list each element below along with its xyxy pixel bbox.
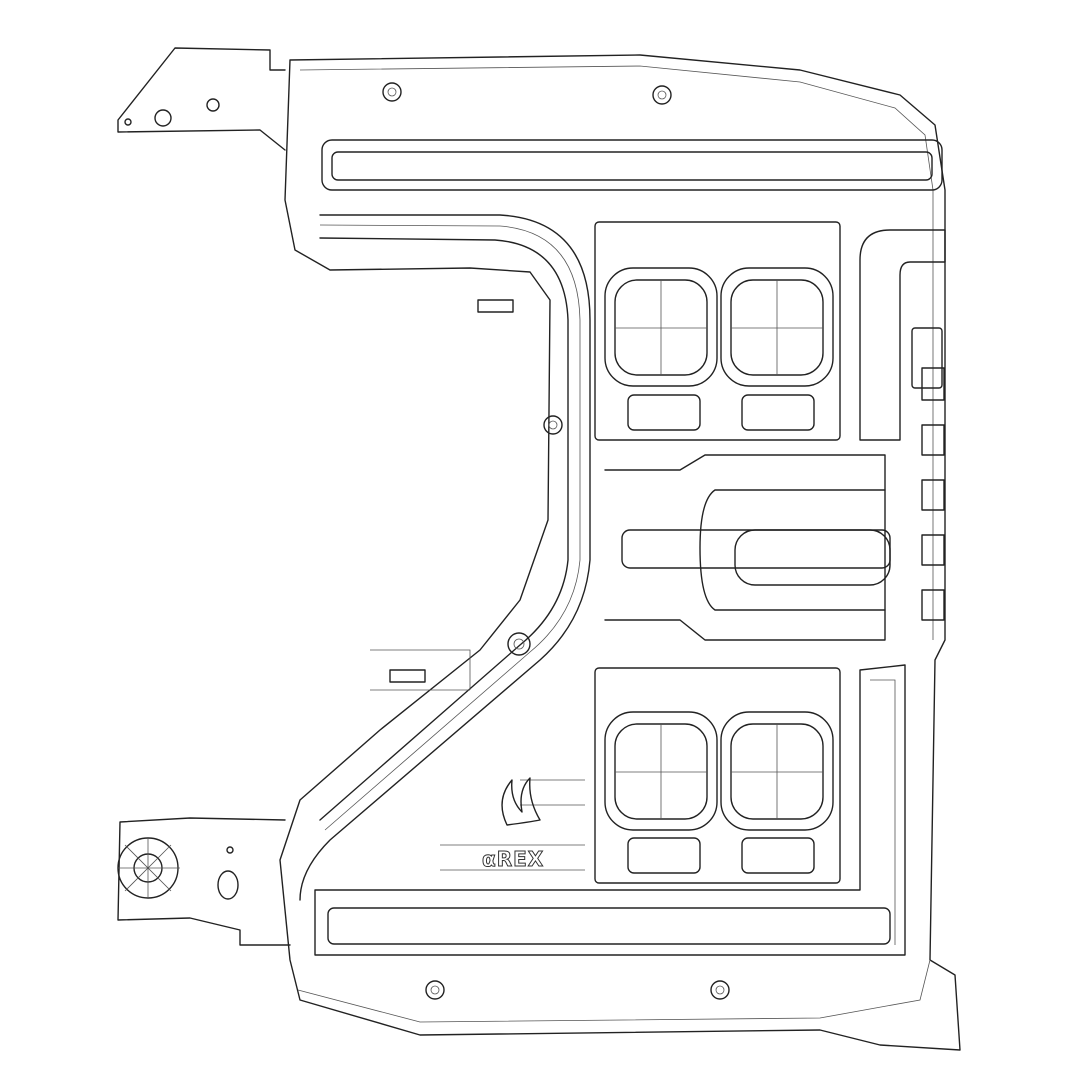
small-details <box>370 299 585 871</box>
brand-logo: αREX <box>482 777 544 872</box>
lower-left-projector-lens <box>604 711 718 831</box>
bottom-mounting-bracket <box>117 817 291 946</box>
screw-icon <box>710 980 730 1000</box>
screw-icon <box>543 415 563 435</box>
center-drl-feature <box>604 454 891 641</box>
bottom-light-bar <box>314 664 906 956</box>
upper-right-projector-lens <box>720 267 834 387</box>
top-light-bar <box>321 139 943 191</box>
screw-icon <box>425 980 445 1000</box>
mounting-screws <box>382 82 730 1000</box>
upper-projector-pair <box>594 221 841 441</box>
lower-projector-pair <box>594 667 841 884</box>
side-marker <box>859 229 946 621</box>
lower-right-projector-lens <box>720 711 834 831</box>
s-bezel <box>299 214 591 901</box>
upper-left-projector-lens <box>604 267 718 387</box>
claw-mark-icon <box>501 777 541 826</box>
brand-logo-text: αREX <box>482 847 544 871</box>
screw-icon <box>652 85 672 105</box>
screw-icon <box>507 632 531 656</box>
top-mounting-bracket <box>117 47 286 151</box>
housing-outline <box>279 54 961 1051</box>
screw-icon <box>382 82 402 102</box>
